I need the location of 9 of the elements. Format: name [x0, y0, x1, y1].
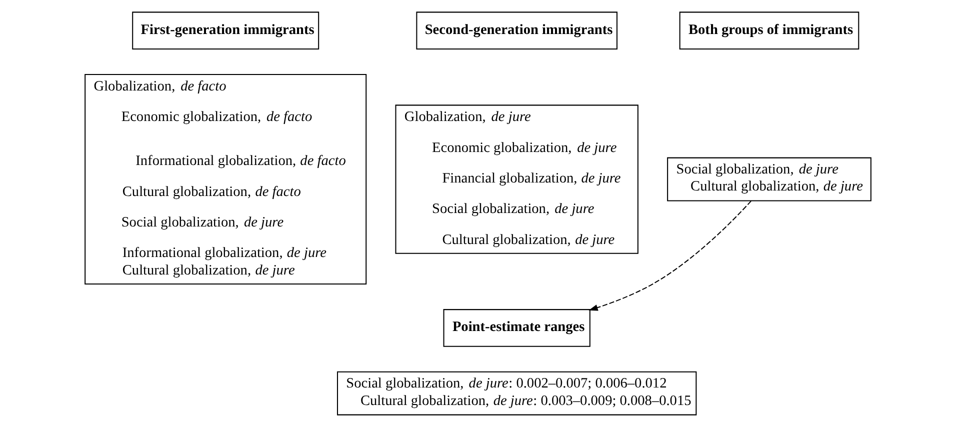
node-box: Globalization, de jure Economic globalization, de jure Financial globalization, de jure Social globalization, de jure Cultural globalization, de jure [395, 104, 638, 254]
node-box: Point-estimate ranges [443, 309, 590, 347]
node-box: Social globalization, de jure: 0.002–0.007; 0.006–0.012 Cultural globalization, de jure: 0.003–0.009; 0.008–0.015 [336, 371, 697, 416]
node-box: First-generation immigrants [132, 12, 320, 50]
arrow [588, 200, 752, 311]
node-box: Globalization, de facto Economic globalization, de facto Informational globalization, de facto Cultural globalization, de facto Social globalization, de jure Informational globalization, de jure Cultural globalization, de jure [84, 74, 367, 285]
node-box: Social globalization, de jure Cultural globalization, de jure [667, 157, 872, 202]
node-box: Second-generation immigrants [416, 12, 618, 50]
node-box: Both groups of immigrants [679, 12, 860, 50]
